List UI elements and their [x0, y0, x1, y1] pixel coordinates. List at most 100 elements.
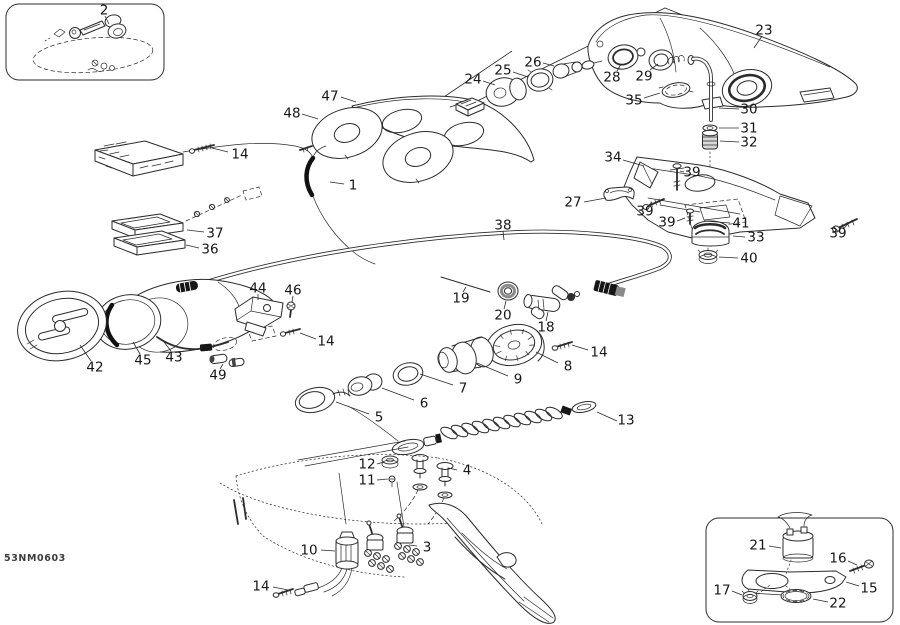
callout-leader-20-28: [503, 300, 507, 310]
bolt-39-top: [669, 163, 685, 191]
ecu-module-drawing: [94, 140, 314, 177]
callout-leader-33-24: [732, 235, 746, 238]
tether-attach-lines: [297, 440, 409, 467]
buzzer-21: [777, 512, 814, 563]
part-callout-20-28: 20: [494, 308, 511, 324]
callout-leader-40-25: [718, 256, 739, 259]
callout-leader-4-46: [447, 467, 458, 471]
callout-leader-2-0: [104, 15, 110, 25]
callout-leader-43-32: [163, 341, 172, 352]
callout-leader-21-50: [768, 545, 782, 549]
part-callout-27-19: 27: [564, 195, 581, 211]
part-callout-7-40: 7: [459, 381, 468, 397]
steering-post-lines: [233, 497, 247, 525]
key-inset-box: [5, 3, 165, 81]
part-callout-32-16: 32: [740, 135, 757, 151]
headlight-pod-23: [587, 12, 858, 110]
part-callout-21-50: 21: [749, 538, 766, 554]
callout-leader-17-53: [731, 590, 743, 596]
buzzer-inset-box: [705, 512, 894, 623]
callout-leader-30-14: [718, 107, 740, 110]
part-callout-39-20: 39: [636, 204, 653, 220]
part-callout-1-4: 1: [349, 178, 358, 194]
switch-position-lines: [338, 472, 405, 528]
callout-leader-39-21: [676, 217, 686, 222]
boot-6: [347, 373, 383, 396]
callout-leader-19-27: [462, 286, 467, 293]
panel-switch-block: [449, 97, 485, 117]
callout-leader-38-26: [502, 230, 505, 241]
callout-leader-8-38: [535, 351, 559, 364]
rod-19: [440, 276, 491, 293]
screw-14-top: [188, 143, 215, 154]
spring-29: [667, 55, 685, 65]
gauge-shield-discs-48: [311, 107, 454, 184]
part-callout-14-37: 14: [590, 345, 607, 361]
part-callout-16-51: 16: [829, 551, 846, 567]
cap-5: [294, 386, 351, 414]
lock-ring-22: [780, 589, 812, 603]
part-callout-46-35: 46: [284, 283, 301, 299]
part-callout-17-53: 17: [713, 583, 730, 599]
fuse-holders-36-37: [111, 186, 263, 256]
screw-14-mid-left: [279, 328, 301, 337]
callout-leader-5-42: [335, 401, 370, 415]
callout-leader-45-31: [132, 341, 141, 355]
callout-leader-39-18: [679, 170, 685, 173]
bulb-sockets-49: [209, 353, 245, 367]
screw-14-bottom: [272, 588, 294, 598]
callout-leader-1-4: [329, 181, 345, 185]
callout-leader-47-3: [340, 96, 357, 103]
callout-leader-37-5: [186, 229, 205, 233]
callout-leader-25-8: [512, 71, 529, 78]
screw-14-mid-right: [551, 341, 573, 351]
retainer-ring-25: [526, 68, 554, 92]
t-fitting-18: [523, 285, 580, 320]
callout-leader-35-13: [643, 92, 661, 99]
part-callout-2-0: 2: [100, 3, 109, 19]
part-callout-33-24: 33: [747, 230, 764, 246]
harness-43: [156, 325, 277, 352]
callout-leader-16-51: [847, 560, 858, 566]
part-callout-41-22: 41: [732, 216, 749, 232]
part-callout-11-45: 11: [358, 473, 375, 489]
part-callout-30-14: 30: [740, 102, 757, 118]
part-callout-39-23: 39: [829, 226, 846, 242]
part-callout-42-30: 42: [86, 360, 103, 376]
part-callout-43-32: 43: [165, 350, 182, 366]
callout-leader-15-52: [845, 581, 860, 587]
washer-31: [702, 124, 718, 132]
part-callout-49-33: 49: [209, 368, 226, 384]
part-callout-25-8: 25: [494, 63, 511, 79]
part-callout-48-2: 48: [283, 106, 300, 122]
callout-leader-14-37: [571, 344, 589, 351]
part-callout-8-38: 8: [564, 359, 573, 375]
part-callout-19-27: 19: [452, 291, 469, 307]
part-callout-39-21: 39: [658, 215, 675, 231]
callout-leader-27-19: [583, 197, 607, 203]
callout-leader-14-1: [211, 147, 229, 153]
part-callout-23-10: 23: [755, 23, 772, 39]
wire-sleeve-1: [299, 145, 376, 265]
part-callout-9-39: 9: [514, 372, 523, 388]
callout-leader-14-49: [272, 586, 289, 591]
part-callout-10-47: 10: [300, 543, 317, 559]
nut-17: [741, 590, 759, 604]
part-callout-34-17: 34: [604, 150, 621, 166]
part-callout-24-7: 24: [464, 72, 481, 88]
callout-leader-42-30: [79, 344, 92, 362]
callout-leader-34-17: [622, 159, 645, 167]
clamp-27: [603, 186, 635, 201]
callout-leader-22-54: [812, 598, 829, 603]
tether-cord-13: [347, 401, 597, 456]
part-callout-15-52: 15: [860, 581, 877, 597]
part-callout-6-41: 6: [420, 396, 429, 412]
callout-leader-18-29: [545, 311, 549, 322]
nut-12: [381, 455, 399, 469]
bolt-39-mid: [686, 208, 694, 225]
callout-leader-28-11: [616, 63, 622, 72]
switch-body-9: [437, 336, 494, 375]
part-callout-39-18: 39: [683, 165, 700, 181]
part-callout-29-12: 29: [635, 69, 652, 85]
